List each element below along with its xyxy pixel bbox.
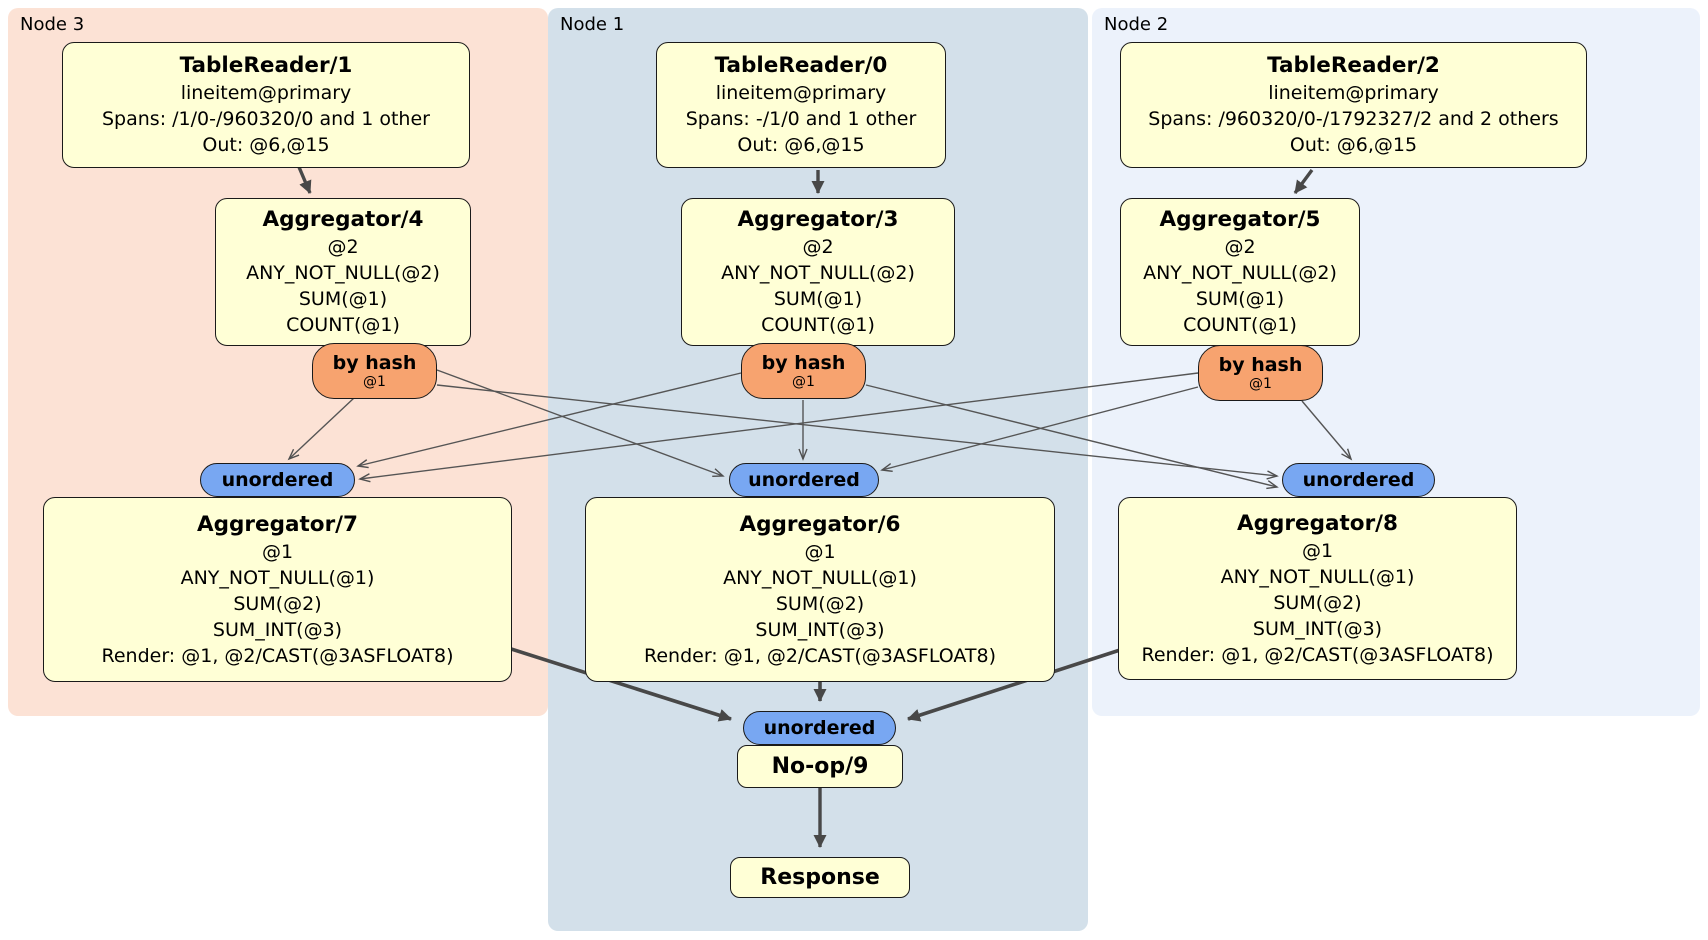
hash-router-node2: by hash @1 [1198, 345, 1323, 401]
aggregator-8-title: Aggregator/8 [1237, 510, 1398, 536]
sync-unordered-node1-label: unordered [748, 469, 860, 491]
aggregator-6-title: Aggregator/6 [739, 511, 901, 537]
aggregator-3-fn1: ANY_NOT_NULL(@2) [721, 262, 915, 284]
aggregator-3-groupcols: @2 [802, 236, 834, 258]
aggregator-7-groupcols: @1 [261, 540, 294, 563]
hash-router-node1-detail: @1 [792, 374, 815, 390]
tablereader-1-box: TableReader/1 lineitem@primary Spans: /1… [62, 42, 470, 168]
node-group-1-label: Node 1 [560, 14, 625, 35]
tablereader-2-index: lineitem@primary [1268, 82, 1439, 104]
aggregator-4-title: Aggregator/4 [262, 207, 424, 232]
node-group-3-label: Node 3 [20, 14, 85, 35]
aggregator-6-fn1: ANY_NOT_NULL(@1) [723, 566, 917, 589]
sync-unordered-final: unordered [743, 711, 896, 745]
aggregator-6-fn2: SUM(@2) [775, 592, 865, 615]
aggregator-5-title: Aggregator/5 [1159, 207, 1321, 232]
tablereader-0-box: TableReader/0 lineitem@primary Spans: -/… [656, 42, 946, 168]
hash-router-node1-label: by hash [761, 352, 846, 374]
aggregator-5-box: Aggregator/5 @2 ANY_NOT_NULL(@2) SUM(@1)… [1120, 198, 1360, 346]
tablereader-2-spans: Spans: /960320/0-/1792327/2 and 2 others [1148, 108, 1559, 130]
aggregator-3-title: Aggregator/3 [737, 207, 899, 232]
tablereader-0-index: lineitem@primary [715, 82, 887, 104]
aggregator-4-box: Aggregator/4 @2 ANY_NOT_NULL(@2) SUM(@1)… [215, 198, 471, 346]
aggregator-8-fn1: ANY_NOT_NULL(@1) [1220, 565, 1415, 588]
aggregator-7-render: Render: @1, @2/CAST(@3ASFLOAT8) [101, 644, 454, 667]
aggregator-8-fn2: SUM(@2) [1273, 591, 1362, 614]
aggregator-6-box: Aggregator/6 @1 ANY_NOT_NULL(@1) SUM(@2)… [585, 497, 1055, 682]
aggregator-4-fn1: ANY_NOT_NULL(@2) [246, 262, 440, 284]
aggregator-8-box: Aggregator/8 @1 ANY_NOT_NULL(@1) SUM(@2)… [1118, 497, 1517, 680]
tablereader-1-title: TableReader/1 [179, 53, 353, 78]
hash-router-node2-label: by hash [1218, 354, 1303, 376]
response-title: Response [760, 865, 880, 890]
tablereader-0-out: Out: @6,@15 [737, 134, 865, 156]
hash-router-node1: by hash @1 [741, 343, 866, 399]
aggregator-5-fn2: SUM(@1) [1195, 288, 1285, 310]
noop-box: No-op/9 [737, 745, 903, 788]
aggregator-8-fn3: SUM_INT(@3) [1252, 617, 1383, 640]
tablereader-2-title: TableReader/2 [1267, 53, 1440, 78]
hash-router-node3-label: by hash [332, 352, 417, 374]
sync-unordered-node2: unordered [1282, 463, 1435, 497]
aggregator-8-render: Render: @1, @2/CAST(@3ASFLOAT8) [1141, 643, 1494, 666]
aggregator-7-title: Aggregator/7 [197, 511, 358, 537]
aggregator-7-fn1: ANY_NOT_NULL(@1) [180, 566, 375, 589]
aggregator-5-fn1: ANY_NOT_NULL(@2) [1143, 262, 1337, 284]
noop-title: No-op/9 [771, 754, 869, 779]
sync-unordered-node2-label: unordered [1302, 469, 1415, 491]
sync-unordered-node3-label: unordered [221, 469, 334, 491]
tablereader-2-box: TableReader/2 lineitem@primary Spans: /9… [1120, 42, 1587, 168]
aggregator-7-box: Aggregator/7 @1 ANY_NOT_NULL(@1) SUM(@2)… [43, 497, 512, 682]
aggregator-3-box: Aggregator/3 @2 ANY_NOT_NULL(@2) SUM(@1)… [681, 198, 955, 346]
response-box: Response [730, 857, 910, 898]
aggregator-8-groupcols: @1 [1301, 539, 1334, 562]
tablereader-0-spans: Spans: -/1/0 and 1 other [685, 108, 917, 130]
aggregator-5-groupcols: @2 [1224, 236, 1256, 258]
aggregator-3-fn3: COUNT(@1) [761, 314, 875, 336]
sync-unordered-node1: unordered [729, 463, 879, 497]
tablereader-0-title: TableReader/0 [714, 53, 888, 78]
sync-unordered-node3: unordered [200, 463, 355, 497]
node-group-2-label: Node 2 [1104, 14, 1169, 35]
tablereader-1-index: lineitem@primary [180, 82, 352, 104]
sync-unordered-final-label: unordered [763, 717, 876, 739]
aggregator-7-fn2: SUM(@2) [233, 592, 322, 615]
tablereader-1-spans: Spans: /1/0-/960320/0 and 1 other [102, 108, 430, 130]
aggregator-5-fn3: COUNT(@1) [1183, 314, 1297, 336]
aggregator-6-groupcols: @1 [804, 540, 836, 563]
aggregator-3-fn2: SUM(@1) [773, 288, 863, 310]
aggregator-6-render: Render: @1, @2/CAST(@3ASFLOAT8) [644, 644, 996, 667]
tablereader-2-out: Out: @6,@15 [1289, 134, 1418, 156]
hash-router-node2-detail: @1 [1249, 376, 1272, 392]
aggregator-4-fn3: COUNT(@1) [286, 314, 400, 336]
aggregator-7-fn3: SUM_INT(@3) [212, 618, 343, 641]
hash-router-node3-detail: @1 [363, 374, 386, 390]
hash-router-node3: by hash @1 [312, 343, 437, 399]
aggregator-4-fn2: SUM(@1) [298, 288, 388, 310]
tablereader-1-out: Out: @6,@15 [202, 134, 330, 156]
aggregator-4-groupcols: @2 [327, 236, 359, 258]
aggregator-6-fn3: SUM_INT(@3) [755, 618, 885, 641]
